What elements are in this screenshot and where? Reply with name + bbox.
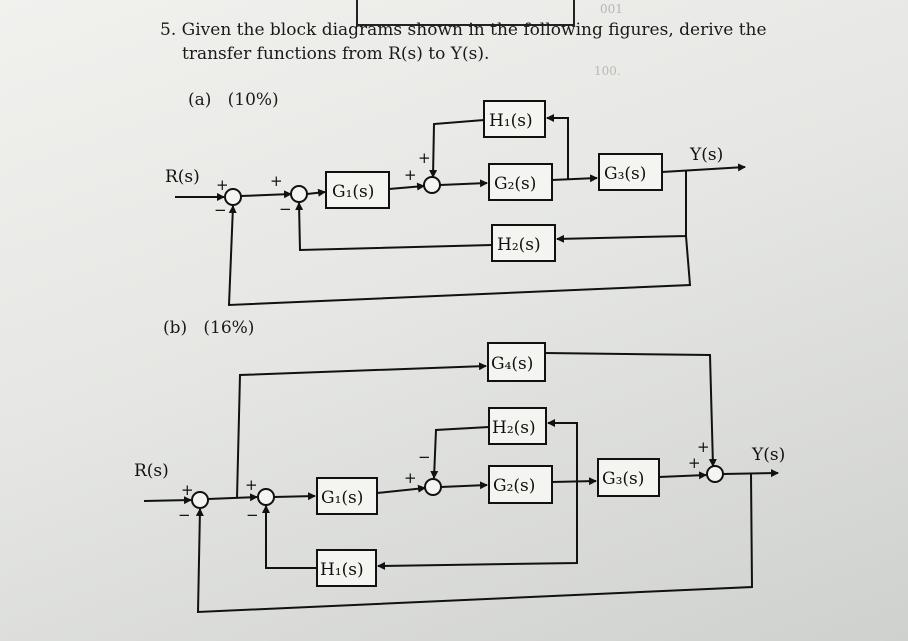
wire [544,352,717,467]
wire [227,205,692,307]
previous-answer-box [356,0,575,26]
sign-plus: + [688,454,701,472]
part-a-heading: (a) (10%) [188,90,279,110]
sign-plus: + [697,438,710,456]
block-g1-a-label: G₁(s) [332,182,374,202]
block-g2-b [488,465,553,504]
block-h2-b [488,407,547,445]
wire [273,492,316,501]
block-g3-a [598,153,663,191]
wire [143,496,192,505]
diagram-a: R(s) + − + − G₁(s) + + H₁(s) G₂(s) [165,100,746,307]
wire [207,493,258,502]
wire [430,426,490,479]
sign-minus: − [178,506,191,524]
summing-junction-4-b [706,465,724,483]
question-line-2: transfer functions from R(s) to Y(s). [182,44,490,64]
block-h2-a-label: H₂(s) [497,235,541,255]
sign-plus: + [418,149,431,167]
block-g3-b [597,458,660,497]
wire [262,505,317,569]
part-b-label: (b) [163,318,188,338]
summing-junction-1-b [191,491,209,509]
part-b-weight: (16%) [203,318,255,338]
sign-plus: + [270,172,283,190]
block-g2-a-label: G₂(s) [494,174,536,194]
sign-minus: − [214,201,227,219]
summing-junction-3-b [424,478,442,496]
block-h2-a [491,224,556,262]
block-g1-b [316,477,378,515]
wire [439,179,488,188]
sign-plus: + [404,166,417,184]
sign-plus: + [245,476,258,494]
wire [195,473,754,614]
summing-junction-3-a [423,176,441,194]
block-h2-b-label: H₂(s) [492,418,536,438]
question-text: 5. Given the block diagrams shown in the… [160,18,820,66]
diagram-b: R(s) + − + − G₁(s) + − G₄(s) H₂(s) [134,342,785,614]
sign-minus: − [279,200,292,218]
block-g3-a-label: G₃(s) [604,164,646,184]
wire [376,484,426,494]
summing-junction-2-b [257,488,275,506]
wire [547,419,578,482]
show-through-text: 100. [594,64,621,78]
question-number: 5. [160,20,177,40]
wire [236,362,487,499]
block-h1-b [316,549,377,587]
wire [658,471,707,480]
sign-minus: − [418,448,431,466]
part-b-heading: (b) (16%) [163,318,254,338]
block-h1-a [483,100,546,138]
summing-junction-2-a [290,185,308,203]
wire [429,119,485,178]
block-g1-b-label: G₁(s) [321,488,363,508]
wire [388,182,425,191]
output-label-b: Y(s) [751,445,785,465]
wire [306,188,326,197]
question-line-1: Given the block diagrams shown in the fo… [181,20,767,40]
wire [551,174,598,183]
sign-plus: + [216,176,229,194]
output-label-a: Y(s) [689,145,723,165]
block-g2-a [488,163,553,201]
block-g1-a [325,171,390,209]
sign-minus: − [246,506,259,524]
block-h1-b-label: H₁(s) [320,560,364,580]
wire [722,469,779,478]
wire [551,477,597,486]
wire [440,481,488,490]
block-g2-b-label: G₂(s) [493,476,535,496]
input-label-b: R(s) [134,461,169,481]
part-a-label: (a) [188,90,212,110]
sign-plus: + [181,481,194,499]
sign-plus: + [404,469,417,487]
wire [377,482,578,570]
summing-junction-1-a [224,188,242,206]
wire [240,190,292,199]
wire [661,163,746,173]
block-h1-a-label: H₁(s) [489,111,533,131]
block-g3-b-label: G₃(s) [602,469,644,489]
part-a-weight: (10%) [227,90,279,110]
block-g4-b [487,342,546,382]
block-g4-b-label: G₄(s) [491,354,533,374]
wire [546,114,569,180]
wire [295,202,493,252]
show-through-text: 001 [600,2,623,16]
input-label-a: R(s) [165,167,200,187]
